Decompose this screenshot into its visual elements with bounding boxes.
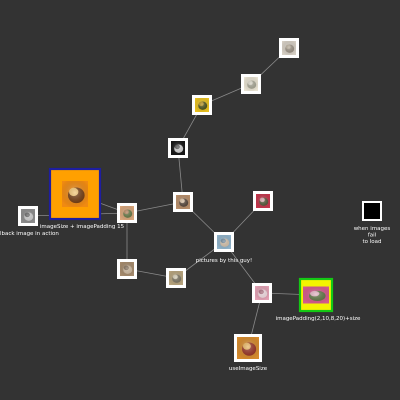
graph-node-n13[interactable] [252, 283, 272, 303]
failed-image-thumbnail [364, 203, 380, 219]
graph-node-n3[interactable] [192, 95, 212, 115]
graph-node-n8[interactable] [48, 167, 102, 221]
labels-layer: imageSize + imagePadding 15fallback imag… [0, 224, 390, 372]
portrait-thumbnail [217, 235, 231, 249]
graph-node-n15[interactable] [234, 334, 262, 362]
node-label-n14: imagePadding(2,10,8,20)+size [276, 316, 361, 322]
orange-flower-thumbnail [62, 181, 88, 207]
graph-node-n12[interactable] [166, 268, 186, 288]
koala-thumbnail [282, 41, 296, 55]
graph-node-n11[interactable] [117, 259, 137, 279]
dandelion-thumbnail [244, 77, 258, 91]
nodes-layer [18, 38, 382, 362]
node-label-n15: useImageSize [229, 366, 268, 372]
graph-node-n10[interactable] [214, 232, 234, 252]
graph-node-n14[interactable] [298, 277, 334, 313]
graph-node-n6[interactable] [253, 191, 273, 211]
fallback-image-thumbnail [21, 209, 35, 223]
graph-node-n5[interactable] [173, 192, 193, 212]
node-label-n10: pictures by this guy! [196, 258, 253, 264]
cat-thumbnail [176, 195, 190, 209]
fruit-bowl-thumbnail [237, 337, 259, 359]
graph-node-n7[interactable] [117, 203, 137, 223]
red-berries-thumbnail [256, 194, 270, 208]
yellow-flower-thumbnail [195, 98, 209, 112]
graph-node-n9[interactable] [18, 206, 38, 226]
node-label-n7: imageSize + imagePadding 15 [40, 224, 125, 230]
graph-node-n16[interactable] [362, 201, 382, 221]
tabby-kitten-thumbnail [120, 262, 134, 276]
bee-on-flower-thumbnail [169, 271, 183, 285]
graph-node-n4[interactable] [168, 138, 188, 158]
pink-blossom-thumbnail [255, 286, 269, 300]
child-portrait-thumbnail [120, 206, 134, 220]
pink-flowers-thumbnail [303, 286, 329, 304]
graph-node-n1[interactable] [279, 38, 299, 58]
graph-node-n2[interactable] [241, 74, 261, 94]
white-butterfly-thumbnail [171, 141, 185, 155]
node-label-n9: fallback image in action [0, 231, 59, 237]
